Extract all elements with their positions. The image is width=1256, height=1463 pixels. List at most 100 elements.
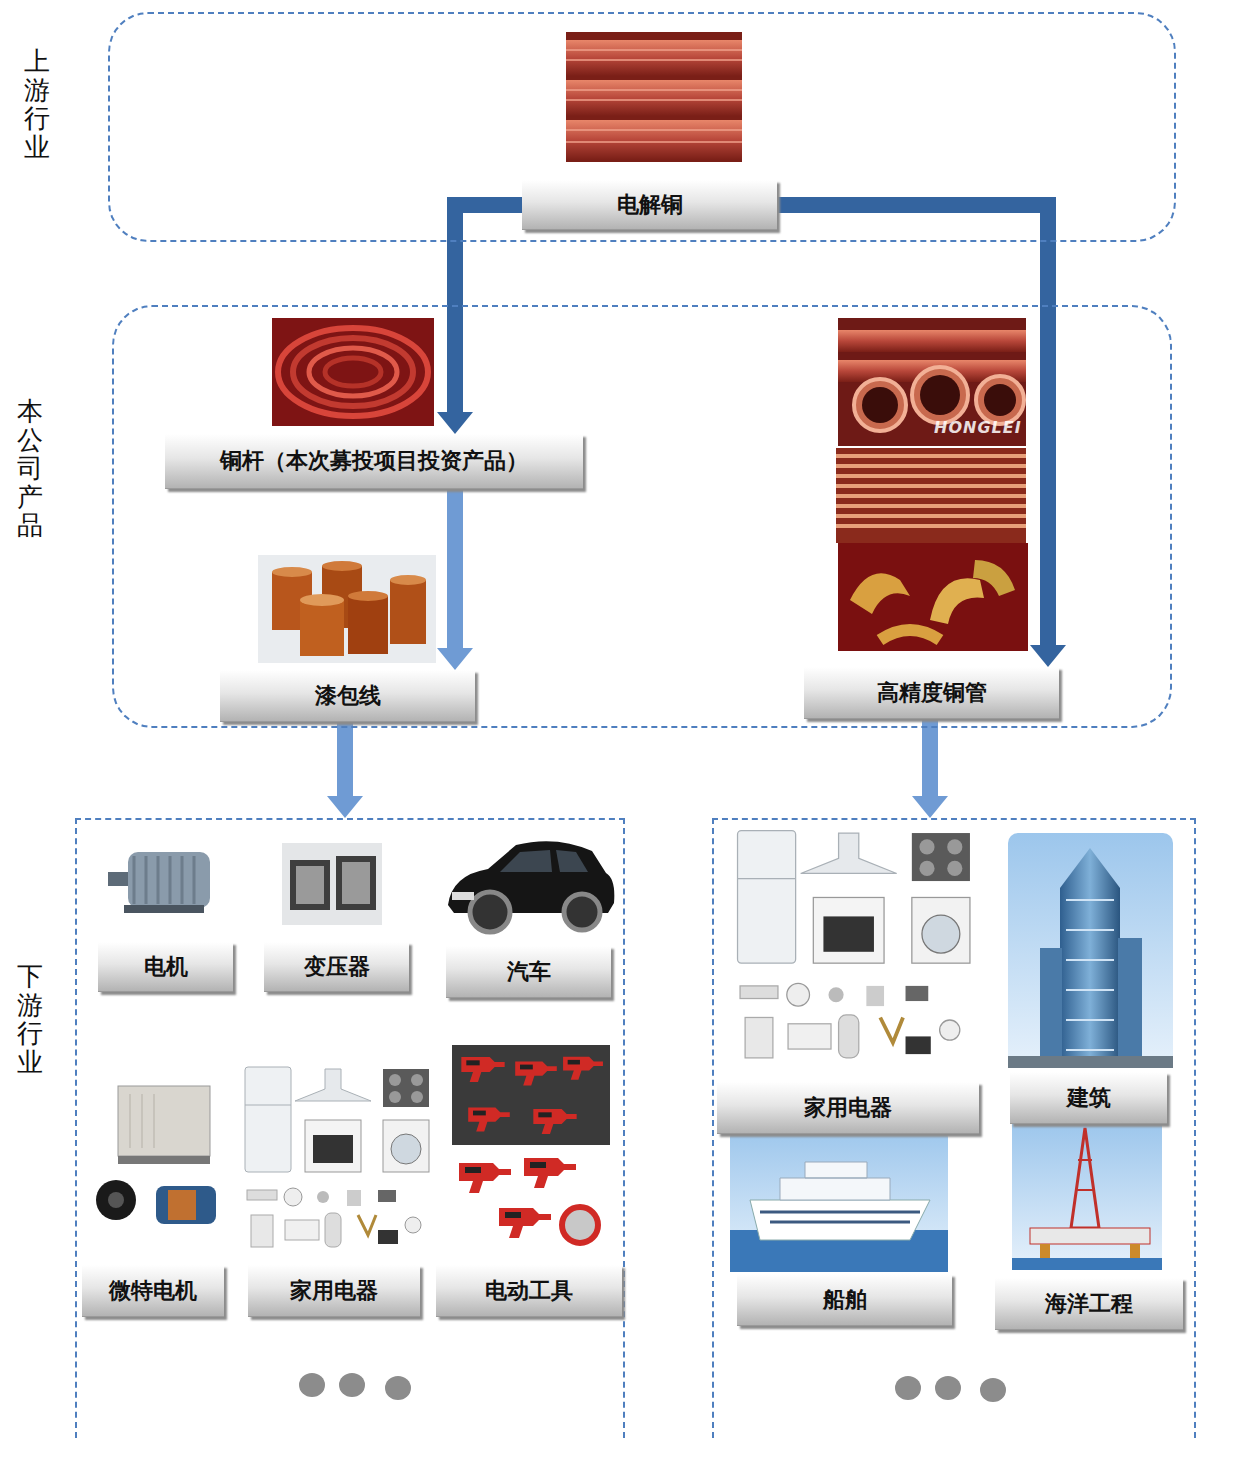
box-label: 变压器 [304,952,370,982]
region-panel: 下游行业电机变压器汽车微特电机家用电器电动工具 [75,818,625,1438]
copper-tube-photo [836,448,1026,543]
offshore-platform-photo [1012,1258,1162,1270]
box-label: 电机 [144,952,188,982]
copper-tube-photo [862,387,898,423]
label-box: 微特电机 [82,1265,224,1317]
label-box: 变压器 [264,942,409,992]
enameled-wire-photo [390,580,426,644]
car-photo [556,850,588,872]
enameled-wire-photo [300,600,344,656]
building-photo [1008,833,1173,1068]
copper-cathode-photo [566,50,742,142]
micro-motor-photo [96,1086,216,1224]
label-box: 汽车 [446,946,611,998]
building-photo [1066,900,1114,1050]
power-tool-photo [533,1109,576,1134]
box-label: 船舶 [823,1285,867,1315]
region-panel: 家用电器 建筑船舶 海洋工程 [712,818,1196,1438]
power-tool-photo [515,1061,557,1085]
label-box: 家用电器 [248,1265,420,1317]
flow-arrow [777,205,1048,645]
micro-motor-photo [108,1192,124,1208]
label-box: 家用电器 [717,1082,979,1134]
copper-tube-photo [880,630,940,640]
enameled-wire-photo [348,591,388,601]
power-tool-photo [562,1207,598,1243]
motor-photo [108,872,128,886]
building-photo [1040,938,1142,1068]
box-label: 电动工具 [485,1276,573,1306]
enameled-wire-photo [258,555,436,663]
box-label: 电解铜 [617,190,683,220]
label-box: 高精度铜管 [804,667,1059,719]
ship-photo [780,1162,890,1200]
copper-cathode-photo [566,120,742,160]
box-label: 建筑 [1067,1083,1111,1113]
more-dots [980,1378,1006,1402]
label-box: 船舶 [737,1274,952,1326]
copper-tube-photo [984,384,1016,416]
label-box: 电动工具 [436,1265,622,1317]
power-tool-photo [468,1107,510,1131]
box-label: 海洋工程 [1045,1289,1133,1319]
transformer-photo [282,843,382,925]
copper-rod-photo [272,318,434,426]
car-photo [470,892,510,932]
building-photo [1008,1056,1173,1068]
ship-photo [750,1200,930,1240]
copper-rod-photo [325,358,381,386]
enameled-wire-photo [258,555,436,663]
motor-photo [124,905,204,913]
motor-photo [128,852,210,908]
micro-motor-photo [118,1086,210,1156]
more-dots [895,1376,921,1400]
copper-tube-photo [854,379,906,431]
copper-cathode-photo [566,32,742,162]
appliance-photo [245,1067,429,1247]
flow-arrow [455,205,522,412]
offshore-platform-photo [1012,1122,1162,1270]
copper-tube-photo [973,560,1015,596]
offshore-platform-photo [1071,1128,1099,1228]
power-tool-photo [563,1057,603,1080]
car-photo [452,892,474,900]
copper-tube-photo [976,376,1024,424]
transformer-photo [296,866,324,904]
car-photo [500,850,552,872]
label-box: 电解铜 [522,180,777,230]
motor-photo [134,856,194,904]
label-box: 漆包线 [220,670,475,722]
copper-rod-photo [272,318,434,426]
label-box: 海洋工程 [995,1278,1183,1330]
copper-rod-photo [293,338,413,406]
micro-motor-photo [156,1186,216,1224]
ship-photo [760,1212,920,1222]
box-label: 铜杆（本次募投项目投资产品） [220,446,528,476]
transformer-photo [282,843,382,925]
more-dots [935,1376,961,1400]
box-label: 微特电机 [109,1276,197,1306]
offshore-platform-photo [1012,1122,1162,1270]
box-label: 漆包线 [315,681,381,711]
power-tool-photo [459,1163,511,1193]
transformer-photo [336,856,376,910]
building-photo [1060,848,1120,1068]
flow-arrow [337,722,353,796]
offshore-platform-photo [1030,1228,1150,1244]
car-photo [448,841,614,932]
micro-motor-photo [96,1180,136,1220]
region-panel: 本公司产品铜杆（本次募投项目投资产品）漆包线高精度铜管 [112,305,1172,728]
power-tool-photo [461,1057,504,1082]
more-dots [339,1373,365,1397]
more-dots [385,1376,411,1400]
power-tool-photo [524,1158,576,1188]
section-label: 上游行业 [24,47,50,161]
section-label: 下游行业 [17,962,43,1076]
building-photo [1008,833,1173,1068]
flow-arrow [922,719,938,796]
power-tool-photo [452,1045,610,1243]
copper-tube-photo [838,318,1026,446]
copper-tube-photo [838,330,1026,352]
